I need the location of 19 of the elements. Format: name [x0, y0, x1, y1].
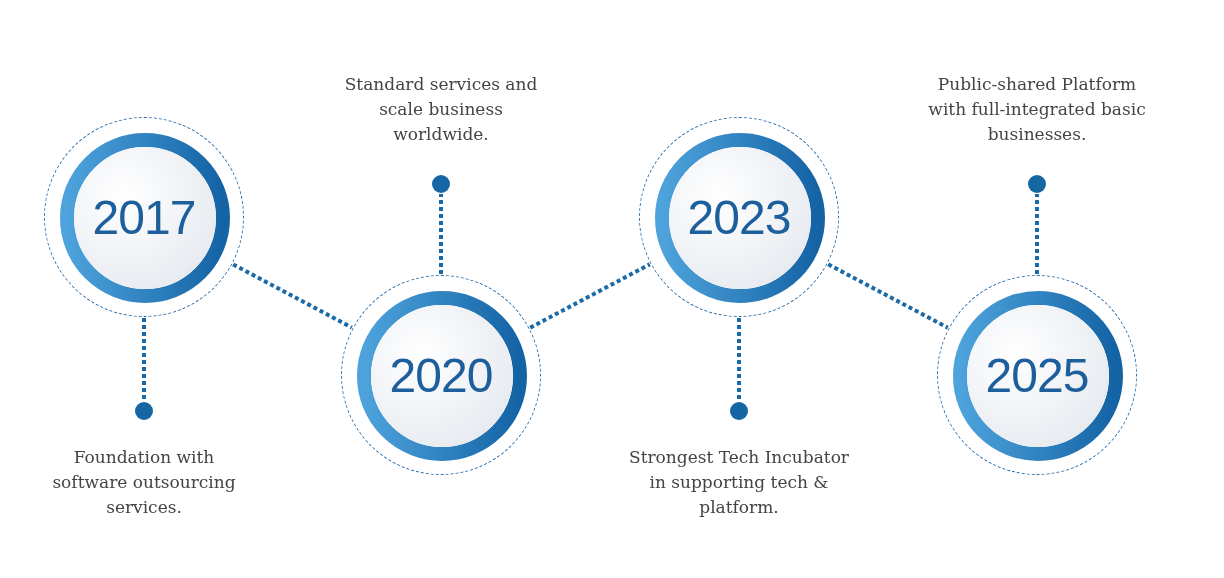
milestone-description: Strongest Tech Incubator in supporting tech & platform. [629, 446, 849, 519]
year-label: 2020 [388, 347, 494, 403]
milestone-description: Standard services and scale business worldwide. [343, 73, 539, 146]
timeline-dot [135, 402, 153, 420]
dotted-connector [142, 318, 146, 401]
dotted-connector [439, 194, 443, 274]
dotted-connector [737, 318, 741, 401]
year-label: 2017 [91, 189, 197, 245]
dotted-connector [1035, 194, 1039, 274]
dotted-connector [827, 262, 949, 330]
dotted-connector [529, 262, 651, 330]
year-label: 2023 [686, 189, 792, 245]
milestone-description: Public-shared Platform with full-integrated basic businesses. [927, 73, 1147, 146]
year-label: 2025 [984, 347, 1090, 403]
milestone-description: Foundation with software outsourcing services. [51, 446, 237, 519]
timeline-dot [1028, 175, 1046, 193]
timeline-dot [432, 175, 450, 193]
dotted-connector [232, 262, 353, 330]
timeline-dot [730, 402, 748, 420]
